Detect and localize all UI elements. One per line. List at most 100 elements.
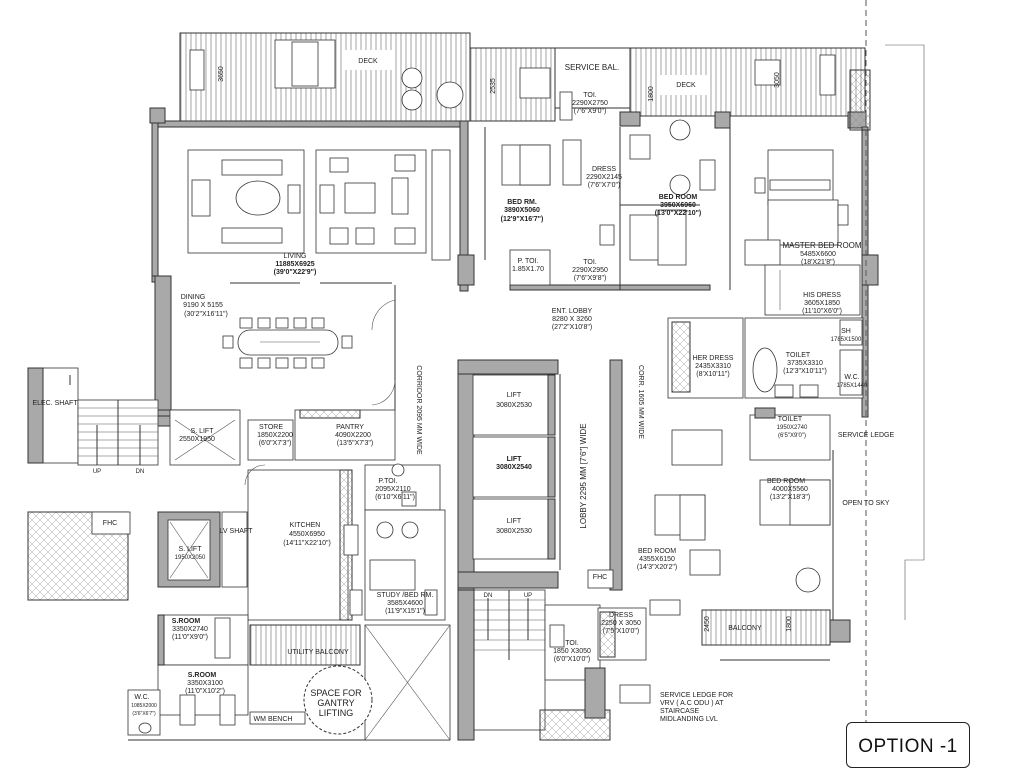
fhc-left-label: FHC [102,520,118,527]
elec-shaft-label: ELEC. SHAFT [32,400,78,407]
ent-lobby-size: 8280 X 3260 [552,316,592,323]
his-dress-ft: (11'10"X6'0") [802,308,842,315]
service-ledge-vrv-1: SERVICE LEDGE FOR [660,692,734,699]
master-bedroom [744,149,861,316]
pantry [294,409,396,461]
lobby-wide-label: LOBBY 2295 MM [7'6"] WIDE [579,423,588,529]
gantry-line3: LIFTING [318,708,354,718]
bed4-name: BED ROOM [637,548,677,555]
stair-dn-left: DN [135,469,145,475]
study-size: 3585X4600 [387,600,423,607]
pantry-ft: (13'5"X7'3") [336,440,374,447]
wc-left-ft: (3'6"X6'7") [132,711,156,717]
toi3-name: TOI. [565,640,579,647]
study-bedroom [364,509,446,621]
bedroom-3 [749,407,831,593]
gantry-space [303,624,451,741]
s-lift-top-name: S. LIFT [190,428,214,435]
his-dress-size: 3605X1850 [804,300,840,307]
her-dress-ft: (8'X10'11") [696,371,730,378]
sroom2-ft: (11'0"X10'2") [185,688,225,695]
study-name: STUDY /BED RM. [376,592,434,599]
dining-ft: (30'2"X16'11") [184,311,228,318]
dining-size: 9190 X 5155 [183,302,223,309]
bed2-size: 3950X6960 [660,202,696,209]
fhc-left [27,511,131,601]
service-bal-label: SERVICE BAL. [564,63,620,72]
dim-2450: 2450 [704,616,711,632]
her-dress-size: 2435X3310 [695,363,731,370]
living-ft: (39'0"X22'9") [273,269,317,276]
toi-top-name: TOI. [583,92,597,99]
lift3-name: LIFT [506,518,522,525]
utility-balcony [128,624,450,741]
dress2-ft: (7'5"X10'0") [602,628,640,635]
dim-3050: 3050 [774,72,781,88]
s-lift-bottom-size: 1950X2050 [174,555,206,561]
sroom2-size: 3350X3100 [187,680,223,687]
toilet2-name: TOILET [777,416,803,423]
bed1-name: BED RM. [507,199,537,206]
lift3-size: 3080X2530 [496,528,532,535]
sh-size: 1785X1500 [830,337,862,343]
dining-name: DINING [180,294,206,301]
bed3-ft: (13'2"X18'3") [769,494,811,501]
dim-1800-bottom: 1800 [786,616,793,632]
powder-toilet-mid [364,463,441,511]
lift2-size: 3080X2540 [496,464,532,471]
dim-3650: 3650 [218,66,225,82]
toi2-ft: (7'6"X9'8") [573,275,607,282]
wc-right-name: W.C. [844,374,860,381]
dining-area [222,285,396,410]
ptoi-mid-name: P.TOI. [378,478,398,485]
master-size: 5485X6600 [800,251,836,258]
bed3-size: 4000X5560 [772,486,808,493]
ptoi-top-size: 1.85X1.70 [512,266,544,273]
her-dress-name: HER DRESS [692,355,734,362]
sroom1-ft: (11'0"X9'0") [172,634,208,641]
kitchen-ft: (14'11"X22'10") [283,540,331,547]
lift2-name: LIFT [506,456,522,463]
open-to-sky [832,0,925,768]
service-lift-bottom [157,511,248,588]
bed4-ft: (14'3"X20'2") [636,564,678,571]
dress1-name: DRESS [591,166,617,173]
sroom1-name: S.ROOM [171,618,201,625]
fhc-right [587,569,614,589]
bed3-name: BED ROOM [766,478,806,485]
wc-left [127,689,161,736]
dress2-name: DRESS [608,612,634,619]
s-lift-bottom-name: S. LIFT [178,546,202,553]
ptoi-mid-size: 2095X2110 [375,486,411,493]
toilet-m-name: TOILET [785,352,811,359]
service-ledge-vrv: SERVICE LEDGE FOR VRV ( A.C ODU ) AT STA… [660,692,733,724]
ent-lobby-name: ENT. LOBBY [551,308,593,315]
gantry-line2: GANTRY [317,698,355,708]
balcony-right [701,609,831,661]
utility-balcony-label: UTILITY BALCONY [287,649,349,656]
lift1-name: LIFT [506,392,522,399]
pantry-size: 4090X2200 [335,432,371,439]
bed4-size: 4355X6150 [639,556,675,563]
wm-bench-label: WM BENCH [253,716,293,723]
toi2-size: 2290X2950 [572,267,608,274]
stair-up-right: UP [523,593,533,599]
ptoi-mid-ft: (6'10"X6'11") [375,494,415,501]
corridor-label: CORRIDOR 2095 MM WIDE [415,365,422,455]
dress-toilet-bottom [544,604,651,719]
service-lift-top [169,409,241,466]
bedroom-4 [649,429,723,616]
bed1-ft: (12'9"X16'7") [500,216,544,223]
ptoi-top-name: P. TOI. [517,258,539,265]
service-ledge-label: SERVICE LEDGE [837,432,895,439]
wc-left-size: 1085X2000 [131,703,157,709]
fhc-right-label: FHC [592,574,608,581]
store-size: 1850X2200 [257,432,293,439]
sh-name: SH [841,328,851,335]
wc-right-size: 1785X1440 [836,383,868,389]
deck-right-label: DECK [676,82,696,89]
option-title: OPTION -1 [858,736,958,757]
sroom1-size: 3350X2740 [172,626,208,633]
his-dress-name: HIS DRESS [803,292,841,299]
